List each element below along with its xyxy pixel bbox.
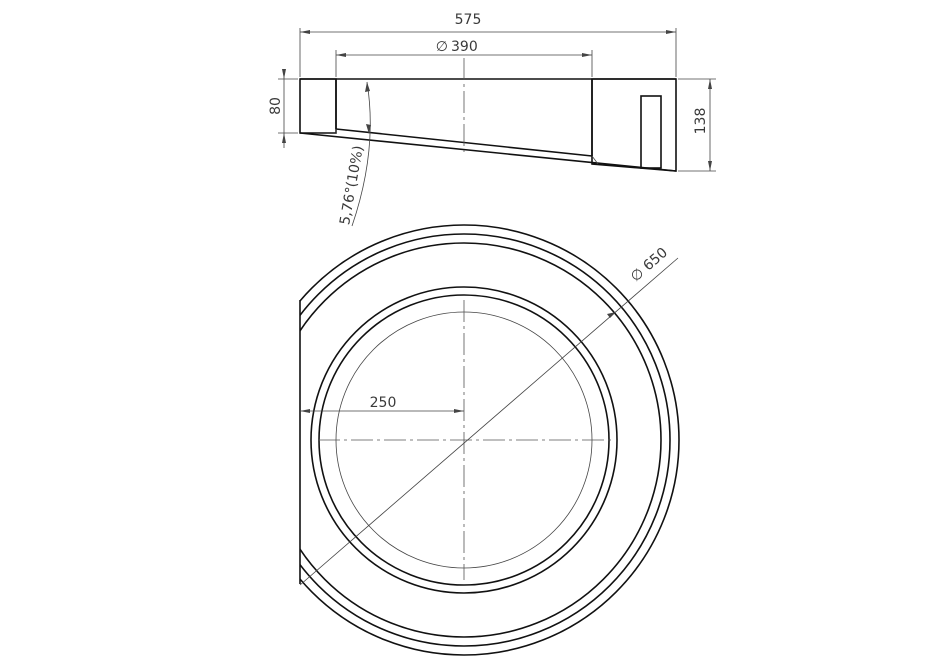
dim-bore-diameter: 390 bbox=[451, 39, 478, 55]
diameter-leader bbox=[299, 257, 679, 586]
step-ring bbox=[300, 242, 662, 638]
dim-slope: 5,76°(10%) bbox=[337, 144, 367, 226]
plan-view: ∅ 650 250 bbox=[299, 224, 680, 656]
slope-arc bbox=[351, 81, 371, 227]
insert-slot bbox=[640, 95, 662, 169]
outer-ring bbox=[300, 224, 680, 656]
outer-ring-inner-edge bbox=[300, 233, 671, 647]
left-wall-section bbox=[299, 78, 337, 134]
dim-outer-diameter-symbol: ∅ 650 bbox=[628, 245, 671, 286]
sloped-bottom-edge bbox=[299, 132, 677, 172]
right-wall-section bbox=[591, 78, 677, 172]
dim-outer-diameter: 650 bbox=[640, 245, 671, 275]
dim-total-height: 138 bbox=[693, 108, 709, 135]
diameter-symbol: ∅ bbox=[436, 39, 448, 55]
bore-outer-ring bbox=[310, 286, 618, 594]
dim-radius-offset: 250 bbox=[370, 395, 397, 411]
dim-thickness: 80 bbox=[268, 97, 284, 115]
dim-overall-width: 575 bbox=[455, 12, 482, 28]
side-view: 575 ∅ 390 80 138 5,76°(10%) bbox=[268, 12, 716, 226]
